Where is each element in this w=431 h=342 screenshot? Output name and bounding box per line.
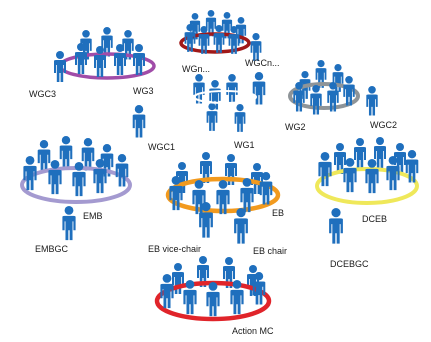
label-emb: EMB (83, 211, 103, 221)
emb-person-icon (72, 162, 86, 197)
dceb-person-icon (343, 158, 357, 193)
eb-person-icon (169, 176, 183, 211)
label-eb-chair: EB chair (253, 246, 288, 256)
label-eb-vice-chair: EB vice-chair (148, 244, 202, 254)
emb-person-icon (115, 154, 129, 187)
wgn-person-icon (205, 10, 217, 37)
label-wgc1: WGC1 (148, 142, 175, 152)
wgn-person-icon (184, 24, 196, 52)
wgc3-person-icon (54, 51, 66, 82)
wg1-person-icon (206, 103, 218, 131)
dceb-person-icon (386, 156, 400, 191)
action-mc-person-icon (252, 272, 266, 305)
emb-person-icon (37, 140, 51, 173)
label-embgc: EMBGC (35, 244, 69, 254)
label-wgcn: WGCn... (245, 58, 280, 68)
action-mc-person-icon (206, 282, 220, 317)
wgn-person-icon (213, 25, 225, 53)
action-mc-person-icon (183, 280, 197, 315)
wg1-ring (193, 90, 257, 104)
label-eb: EB (272, 208, 285, 218)
action-mc-person-icon (230, 280, 244, 315)
wg1-person-icon (234, 104, 246, 132)
dceb-person-icon (374, 137, 386, 168)
wg1-person-icon (226, 74, 238, 104)
wg3-person-icon (101, 27, 113, 57)
dcebgc-person-icon (329, 208, 343, 244)
wgn-person-icon (228, 26, 240, 54)
eb-vice-chair-person-icon (199, 202, 213, 238)
wgn-person-icon (198, 26, 210, 54)
label-wgc3: WGC3 (29, 89, 56, 99)
action-mc-person-icon (160, 274, 174, 309)
dceb-person-icon (354, 138, 366, 169)
label-wgc2: WGC2 (370, 120, 397, 130)
label-wg1: WG1 (234, 140, 255, 150)
label-action-mc: Action MC (232, 326, 274, 336)
wg2-person-icon (343, 76, 355, 106)
dceb-person-icon (365, 159, 379, 194)
wg2-person-icon (327, 82, 339, 112)
wg3-person-icon (75, 43, 87, 74)
eb-person-icon (259, 172, 273, 205)
dceb-person-icon (334, 143, 346, 174)
emb-person-icon (59, 136, 73, 169)
dceb-person-icon (318, 152, 332, 187)
wg3-person-icon (114, 44, 126, 75)
wg3-person-icon (94, 46, 106, 77)
emb-person-icon (81, 138, 95, 171)
eb-ring (165, 176, 281, 214)
wgc2-person-icon (366, 86, 378, 116)
emb-person-icon (48, 160, 62, 195)
dceb-person-icon (405, 150, 419, 183)
wg2-ring (288, 82, 360, 110)
embgc-person-icon (62, 206, 76, 241)
wgcn-person-icon (250, 33, 262, 61)
emb-person-icon (23, 156, 37, 191)
label-dceb: DCEB (362, 214, 388, 224)
eb-person-icon (216, 180, 230, 215)
wg2-person-icon (310, 85, 322, 115)
label-dcebgc: DCEBGC (330, 259, 369, 269)
eb-chair-person-icon (234, 208, 248, 244)
wgc1-person-icon (132, 105, 146, 138)
label-wg2: WG2 (285, 122, 306, 132)
label-wg3: WG3 (133, 86, 154, 96)
label-wgn: WGn... (182, 64, 211, 74)
wg3-person-icon (133, 44, 145, 75)
eb-person-icon (240, 178, 254, 213)
emb-person-icon (93, 159, 107, 194)
wg2-person-icon (293, 82, 305, 112)
